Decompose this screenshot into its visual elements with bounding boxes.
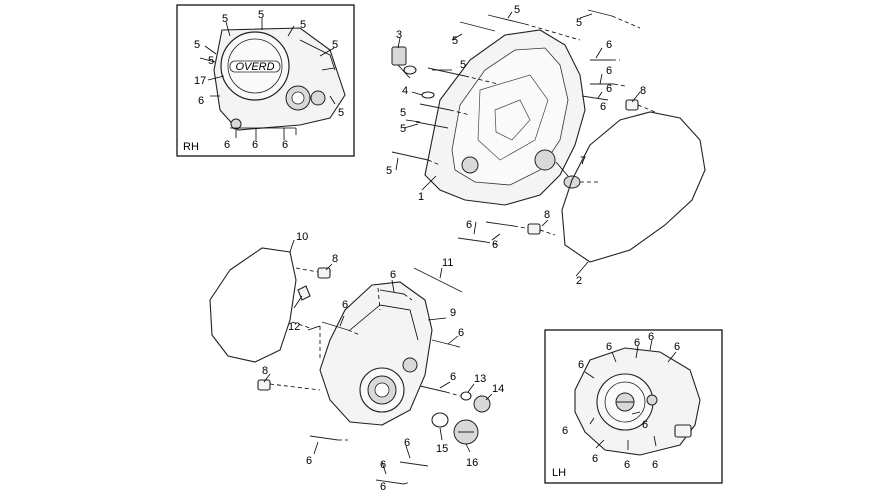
inset-lh-label-6g: 6 xyxy=(592,453,598,465)
inset-lh-label-6j: 6 xyxy=(642,419,648,431)
dowel-pin-8b xyxy=(527,223,541,235)
upper-label-6f: 6 xyxy=(600,101,606,113)
upper-label-1: 1 xyxy=(418,191,424,203)
inset-lh-label-6i: 6 xyxy=(652,459,658,471)
inset-rh-label-5f: 5 xyxy=(332,39,338,51)
inset-rh-label-6b: 6 xyxy=(224,139,230,151)
upper-label-7: 7 xyxy=(580,155,586,167)
inset-lh-label-6f: 6 xyxy=(562,425,568,437)
upper-label-6d: 6 xyxy=(466,219,472,231)
clip-12 xyxy=(297,285,311,301)
lower-label-16: 16 xyxy=(466,457,478,469)
lower-label-6a: 6 xyxy=(390,269,396,281)
lower-label-8a: 8 xyxy=(332,253,338,265)
lower-label-6g: 6 xyxy=(404,437,410,449)
inset-rh-label-5c: 5 xyxy=(300,19,306,31)
inset-lh-label-6d: 6 xyxy=(648,331,654,343)
inset-lh-label-6h: 6 xyxy=(624,459,630,471)
lh-cover-gasket xyxy=(209,247,297,363)
upper-label-4: 4 xyxy=(402,85,408,97)
inset-lh-label-6c: 6 xyxy=(634,337,640,349)
lower-label-14: 14 xyxy=(492,383,504,395)
upper-label-6a: 6 xyxy=(606,39,612,51)
lower-label-8b: 8 xyxy=(262,365,268,377)
lower-assembly: 10 8 8 11 6 6 6 6 6 6 6 6 9 12 13 14 15 … xyxy=(209,231,504,493)
lower-label-6e: 6 xyxy=(306,455,312,467)
upper-label-5c: 5 xyxy=(452,35,458,47)
inset-rh-label-6c: 6 xyxy=(252,139,258,151)
upper-label-5e: 5 xyxy=(400,123,406,135)
upper-label-3: 3 xyxy=(396,29,402,41)
inset-lh-label-6b: 6 xyxy=(606,341,612,353)
upper-label-8b: 8 xyxy=(544,209,550,221)
inset-lh-label-6a: 6 xyxy=(578,359,584,371)
inset-rh-logo xyxy=(229,60,281,73)
upper-label-6e: 6 xyxy=(492,239,498,251)
lower-label-11: 11 xyxy=(442,257,453,269)
o-ring-4 xyxy=(421,91,435,99)
upper-label-6c: 6 xyxy=(606,83,612,95)
inset-rh-label-5d: 5 xyxy=(194,39,200,51)
lower-label-13: 13 xyxy=(474,373,486,385)
inset-lh-tag: LH xyxy=(552,467,566,479)
inset-rh-tag: RH xyxy=(183,141,199,153)
dowel-pin-8c xyxy=(317,267,331,279)
inset-rh: OVERD 5 5 5 5 5 5 5 17 6 6 6 6 RH xyxy=(176,4,355,157)
lower-label-6f: 6 xyxy=(380,459,386,471)
o-ring-15 xyxy=(431,412,449,428)
lower-label-6h: 6 xyxy=(380,481,386,493)
lower-label-6c: 6 xyxy=(458,327,464,339)
inset-rh-label-5g: 5 xyxy=(338,107,344,119)
lower-label-15: 15 xyxy=(436,443,448,455)
upper-label-5f: 5 xyxy=(386,165,392,177)
dowel-pin-8d xyxy=(257,379,271,391)
lower-bolts xyxy=(309,267,463,485)
lower-label-9: 9 xyxy=(450,307,456,319)
upper-label-5d: 5 xyxy=(460,59,466,71)
oil-seal-7 xyxy=(563,175,581,189)
upper-assembly: 5 5 5 5 5 5 5 3 4 6 6 6 6 6 6 8 8 7 1 2 xyxy=(386,4,706,287)
upper-label-5g: 5 xyxy=(400,107,406,119)
lower-label-6d: 6 xyxy=(450,371,456,383)
upper-label-5a: 5 xyxy=(514,4,520,16)
inset-rh-label-5b: 5 xyxy=(258,9,264,21)
inset-rh-label-17: 17 xyxy=(194,75,206,87)
inset-lh: 6 6 6 6 6 6 6 6 6 6 LH xyxy=(544,329,723,484)
inset-rh-logo-text: OVERD xyxy=(235,61,274,73)
inset-rh-label-5e: 5 xyxy=(208,55,214,67)
lower-label-10: 10 xyxy=(296,231,308,243)
upper-label-6b: 6 xyxy=(606,65,612,77)
upper-label-5b: 5 xyxy=(576,17,582,29)
inset-rh-label-5a: 5 xyxy=(222,13,228,25)
inset-rh-label-6a: 6 xyxy=(198,95,204,107)
inset-rh-label-6d: 6 xyxy=(282,139,288,151)
oil-dipstick xyxy=(391,46,417,79)
inset-lh-label-6e: 6 xyxy=(674,341,680,353)
upper-bolts xyxy=(391,9,614,243)
upper-label-8a: 8 xyxy=(640,85,646,97)
rh-cover-gasket xyxy=(561,111,706,263)
lower-label-6b: 6 xyxy=(342,299,348,311)
upper-label-2: 2 xyxy=(576,275,582,287)
lower-label-12: 12 xyxy=(288,321,300,333)
o-ring-13 xyxy=(460,391,472,401)
